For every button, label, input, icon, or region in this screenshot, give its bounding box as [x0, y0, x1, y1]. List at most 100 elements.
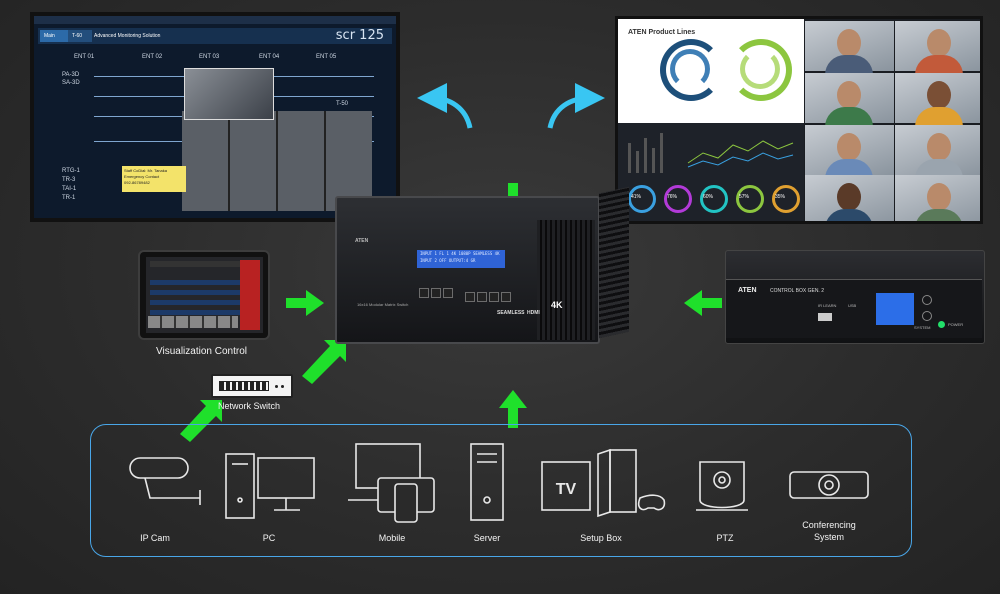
device-label-conferencing: Conferencing System [774, 519, 884, 543]
device-label-line: Conferencing [802, 520, 856, 530]
gauge [772, 185, 800, 213]
gauge [664, 185, 692, 213]
participant-video[interactable] [895, 175, 980, 221]
nav-down-button[interactable] [922, 311, 932, 321]
unit-model: 16x16 Modular Matrix Switch [357, 302, 409, 307]
mobile-devices-icon [348, 443, 435, 523]
participant-video[interactable] [895, 125, 980, 179]
svg-text:TV: TV [556, 481, 577, 498]
gauge [700, 185, 728, 213]
device-label-ipcam: IP Cam [140, 533, 170, 543]
port-label: USB [848, 303, 857, 308]
gauge-value: 35% [775, 194, 786, 200]
tablet-side-panel [240, 260, 260, 330]
switch-led [275, 385, 278, 388]
usb-port[interactable] [818, 313, 832, 321]
port-label: IR LEARN [818, 303, 837, 308]
entrance-label: ENT 04 [259, 54, 280, 60]
participant-video[interactable] [805, 21, 894, 75]
front-button[interactable] [419, 288, 429, 298]
camera-feed-platform[interactable] [184, 68, 274, 120]
control-box-lcd [876, 293, 914, 325]
front-button[interactable] [465, 292, 475, 302]
menu-bar [34, 16, 396, 24]
track-label: SA-3D [62, 80, 80, 86]
nav-up-button[interactable] [922, 295, 932, 305]
gauge-value: 57% [739, 194, 750, 200]
front-vent [537, 220, 595, 340]
track-label: T-50 [336, 101, 349, 107]
device-label-setupbox: Setup Box [580, 533, 622, 543]
output-arrow-right [547, 83, 605, 129]
tablet-thumbnails [148, 316, 238, 328]
set-top-box-icon: TV [541, 448, 666, 518]
visualization-control-label: Visualization Control [156, 346, 247, 357]
product-lines-title: ATEN Product Lines [628, 29, 696, 36]
track-label: TR-1 [62, 195, 76, 201]
screen-id: scr 125 [335, 28, 384, 43]
server-tower-icon [470, 443, 504, 521]
input-arrow-switch [302, 340, 346, 384]
unit-brand: ATEN [355, 238, 369, 244]
right-monitor-display: ATEN Product Lines 41% 76% 60% 57% 35% [615, 16, 983, 224]
gauge [628, 185, 656, 213]
gauge-value: 76% [667, 194, 678, 200]
entrance-label: ENT 03 [199, 54, 220, 60]
power-led [938, 321, 945, 328]
note-line: Staff CoDial: Mr. Tanaka [124, 168, 167, 173]
track-label: RTG-1 [62, 168, 80, 174]
gauge-value: 60% [703, 194, 714, 200]
network-switch-icon [211, 374, 293, 398]
front-button[interactable] [477, 292, 487, 302]
left-monitor-display: Main T-60 Advanced Monitoring Solution s… [30, 12, 400, 222]
ring-chart-blue [660, 39, 722, 101]
track-label: TR-3 [62, 177, 76, 183]
tab-main[interactable]: Main [40, 30, 68, 42]
power-label: POWER [948, 322, 964, 327]
gauge [736, 185, 764, 213]
control-box-front [726, 279, 982, 338]
ring-chart-blue-inner [670, 49, 710, 89]
badge-seamless: SEAMLESS [497, 310, 525, 316]
product-lines-panel: ATEN Product Lines [618, 19, 804, 123]
control-box-label: CONTROL BOX GEN. 2 [770, 288, 824, 294]
track-label: PA-3D [62, 72, 80, 78]
system-button-label: SYSTEM [914, 325, 931, 330]
ptz-camera-icon [696, 461, 748, 511]
tab-t60[interactable]: T-60 [68, 30, 92, 42]
device-label-line: System [813, 532, 844, 542]
participant-video[interactable] [895, 21, 980, 75]
front-button[interactable] [489, 292, 499, 302]
lcd-line: INPUT 1 FL 1 4K 1080P SEAMLESS 4K [420, 251, 500, 256]
note-line: Emergency Contact [124, 174, 160, 179]
participant-video[interactable] [895, 73, 980, 127]
device-label-server: Server [473, 533, 501, 543]
front-button[interactable] [501, 292, 511, 302]
source-devices-panel [90, 424, 912, 557]
device-label-pc: PC [262, 533, 276, 543]
control-box-brand: ATEN [738, 287, 757, 294]
front-button[interactable] [443, 288, 453, 298]
tablet-diagram [150, 275, 240, 315]
device-label-mobile: Mobile [378, 533, 406, 543]
contact-note: Staff CoDial: Mr. Tanaka Emergency Conta… [122, 166, 186, 192]
participant-video[interactable] [805, 175, 894, 221]
conference-camera-icon [789, 471, 869, 499]
camera-feed-grid[interactable] [182, 111, 372, 211]
ring-chart-green [730, 39, 792, 101]
badge-hdmi: HDMI [527, 310, 540, 316]
unit-lcd: INPUT 1 FL 1 4K 1080P SEAMLESS 4K INPUT … [417, 250, 505, 268]
desktop-pc-icon [225, 453, 315, 519]
output-arrow-left [417, 83, 473, 129]
input-arrow-panel [180, 400, 222, 442]
tab-title: Advanced Monitoring Solution [94, 33, 161, 39]
visualization-tablet [138, 250, 270, 340]
front-button[interactable] [431, 288, 441, 298]
entrance-label: ENT 02 [142, 54, 163, 60]
input-arrow-devices [499, 390, 527, 428]
participant-video[interactable] [805, 73, 894, 127]
participant-video[interactable] [805, 125, 894, 179]
input-arrow-control-box [684, 290, 722, 316]
lcd-line: INPUT 2 OFF OUTPUT:4 GR [420, 258, 476, 263]
note-line: 092-86789482 [124, 180, 150, 185]
